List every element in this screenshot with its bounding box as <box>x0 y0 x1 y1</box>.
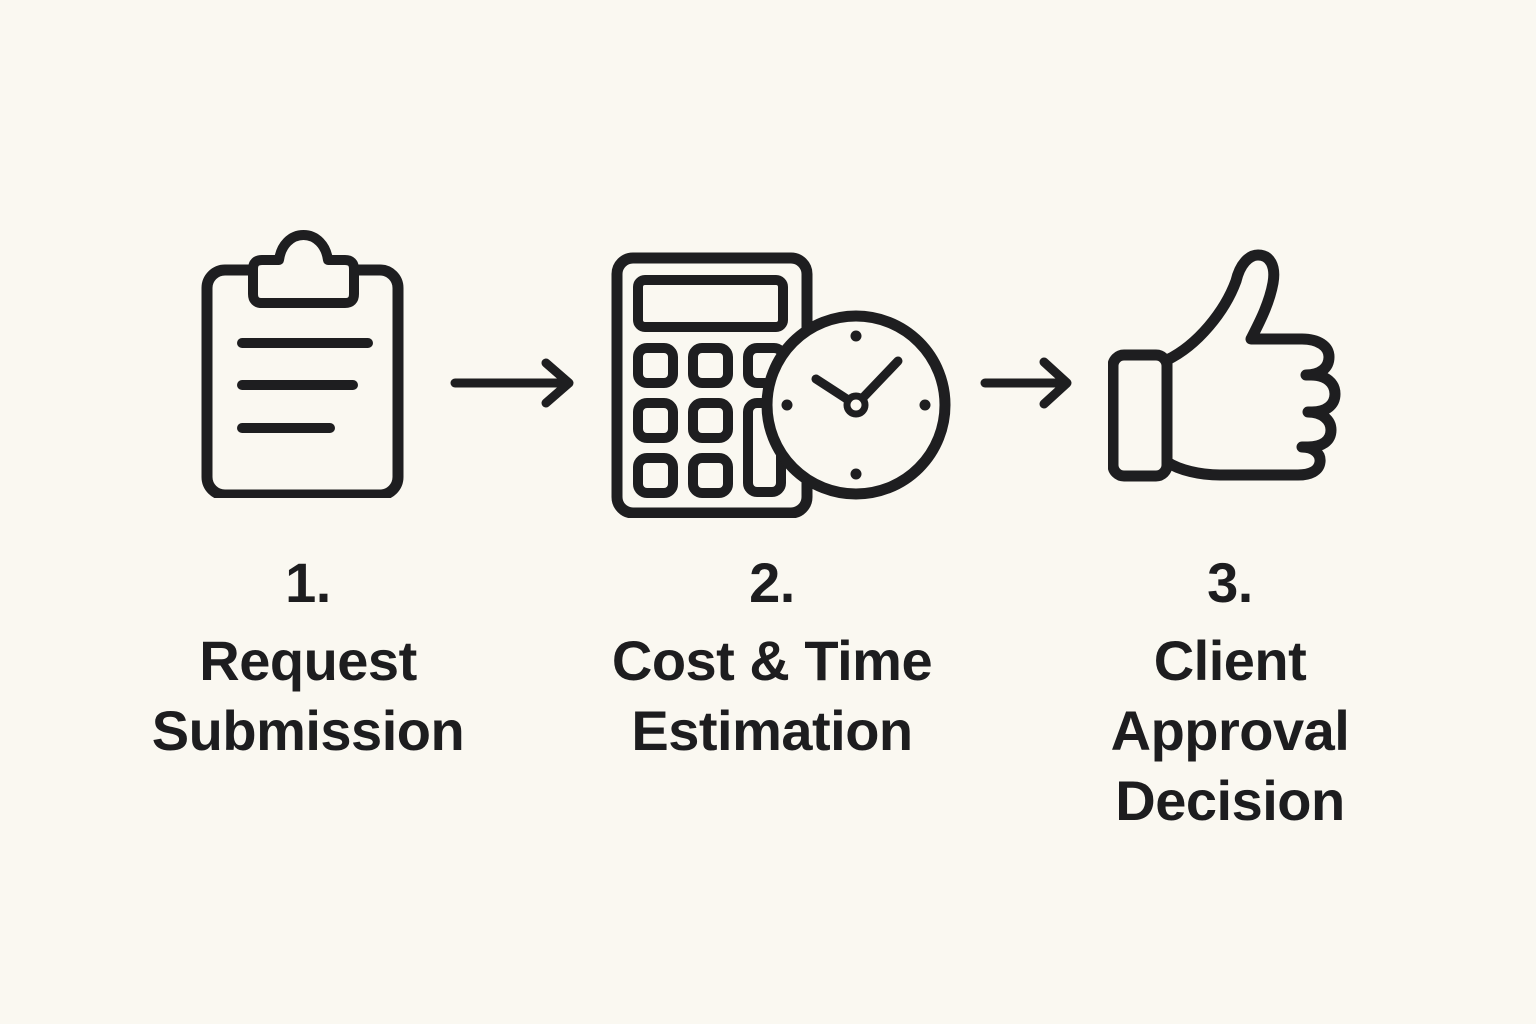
step-3-label: Client Approval Decision <box>1000 626 1460 836</box>
step-1-text: 1. Request Submission <box>78 548 538 766</box>
step-3-number: 3. <box>1207 551 1253 614</box>
calculator-clock-icon <box>611 252 951 518</box>
step-3-label-line-1: Client <box>1153 629 1307 692</box>
step-1-label-line-2: Submission <box>151 699 465 762</box>
step-2-label: Cost & Time Estimation <box>542 626 1002 766</box>
step-1-number: 1. <box>285 551 331 614</box>
step-3-label-line-3: Decision <box>1115 769 1345 832</box>
arrow-right-icon <box>980 357 1072 409</box>
step-3-text: 3. Client Approval Decision <box>1000 548 1460 836</box>
step-3-label-line-2: Approval <box>1110 699 1350 762</box>
step-2-label-line-1: Cost & Time <box>611 629 933 692</box>
step-2-label-line-2: Estimation <box>631 699 913 762</box>
step-2-number: 2. <box>749 551 795 614</box>
step-2-text: 2. Cost & Time Estimation <box>542 548 1002 766</box>
clipboard-icon <box>201 230 404 498</box>
arrow-right-icon <box>450 358 574 408</box>
thumbs-up-icon <box>1108 249 1341 482</box>
step-1-label-line-1: Request <box>199 629 417 692</box>
step-1-label: Request Submission <box>78 626 538 766</box>
